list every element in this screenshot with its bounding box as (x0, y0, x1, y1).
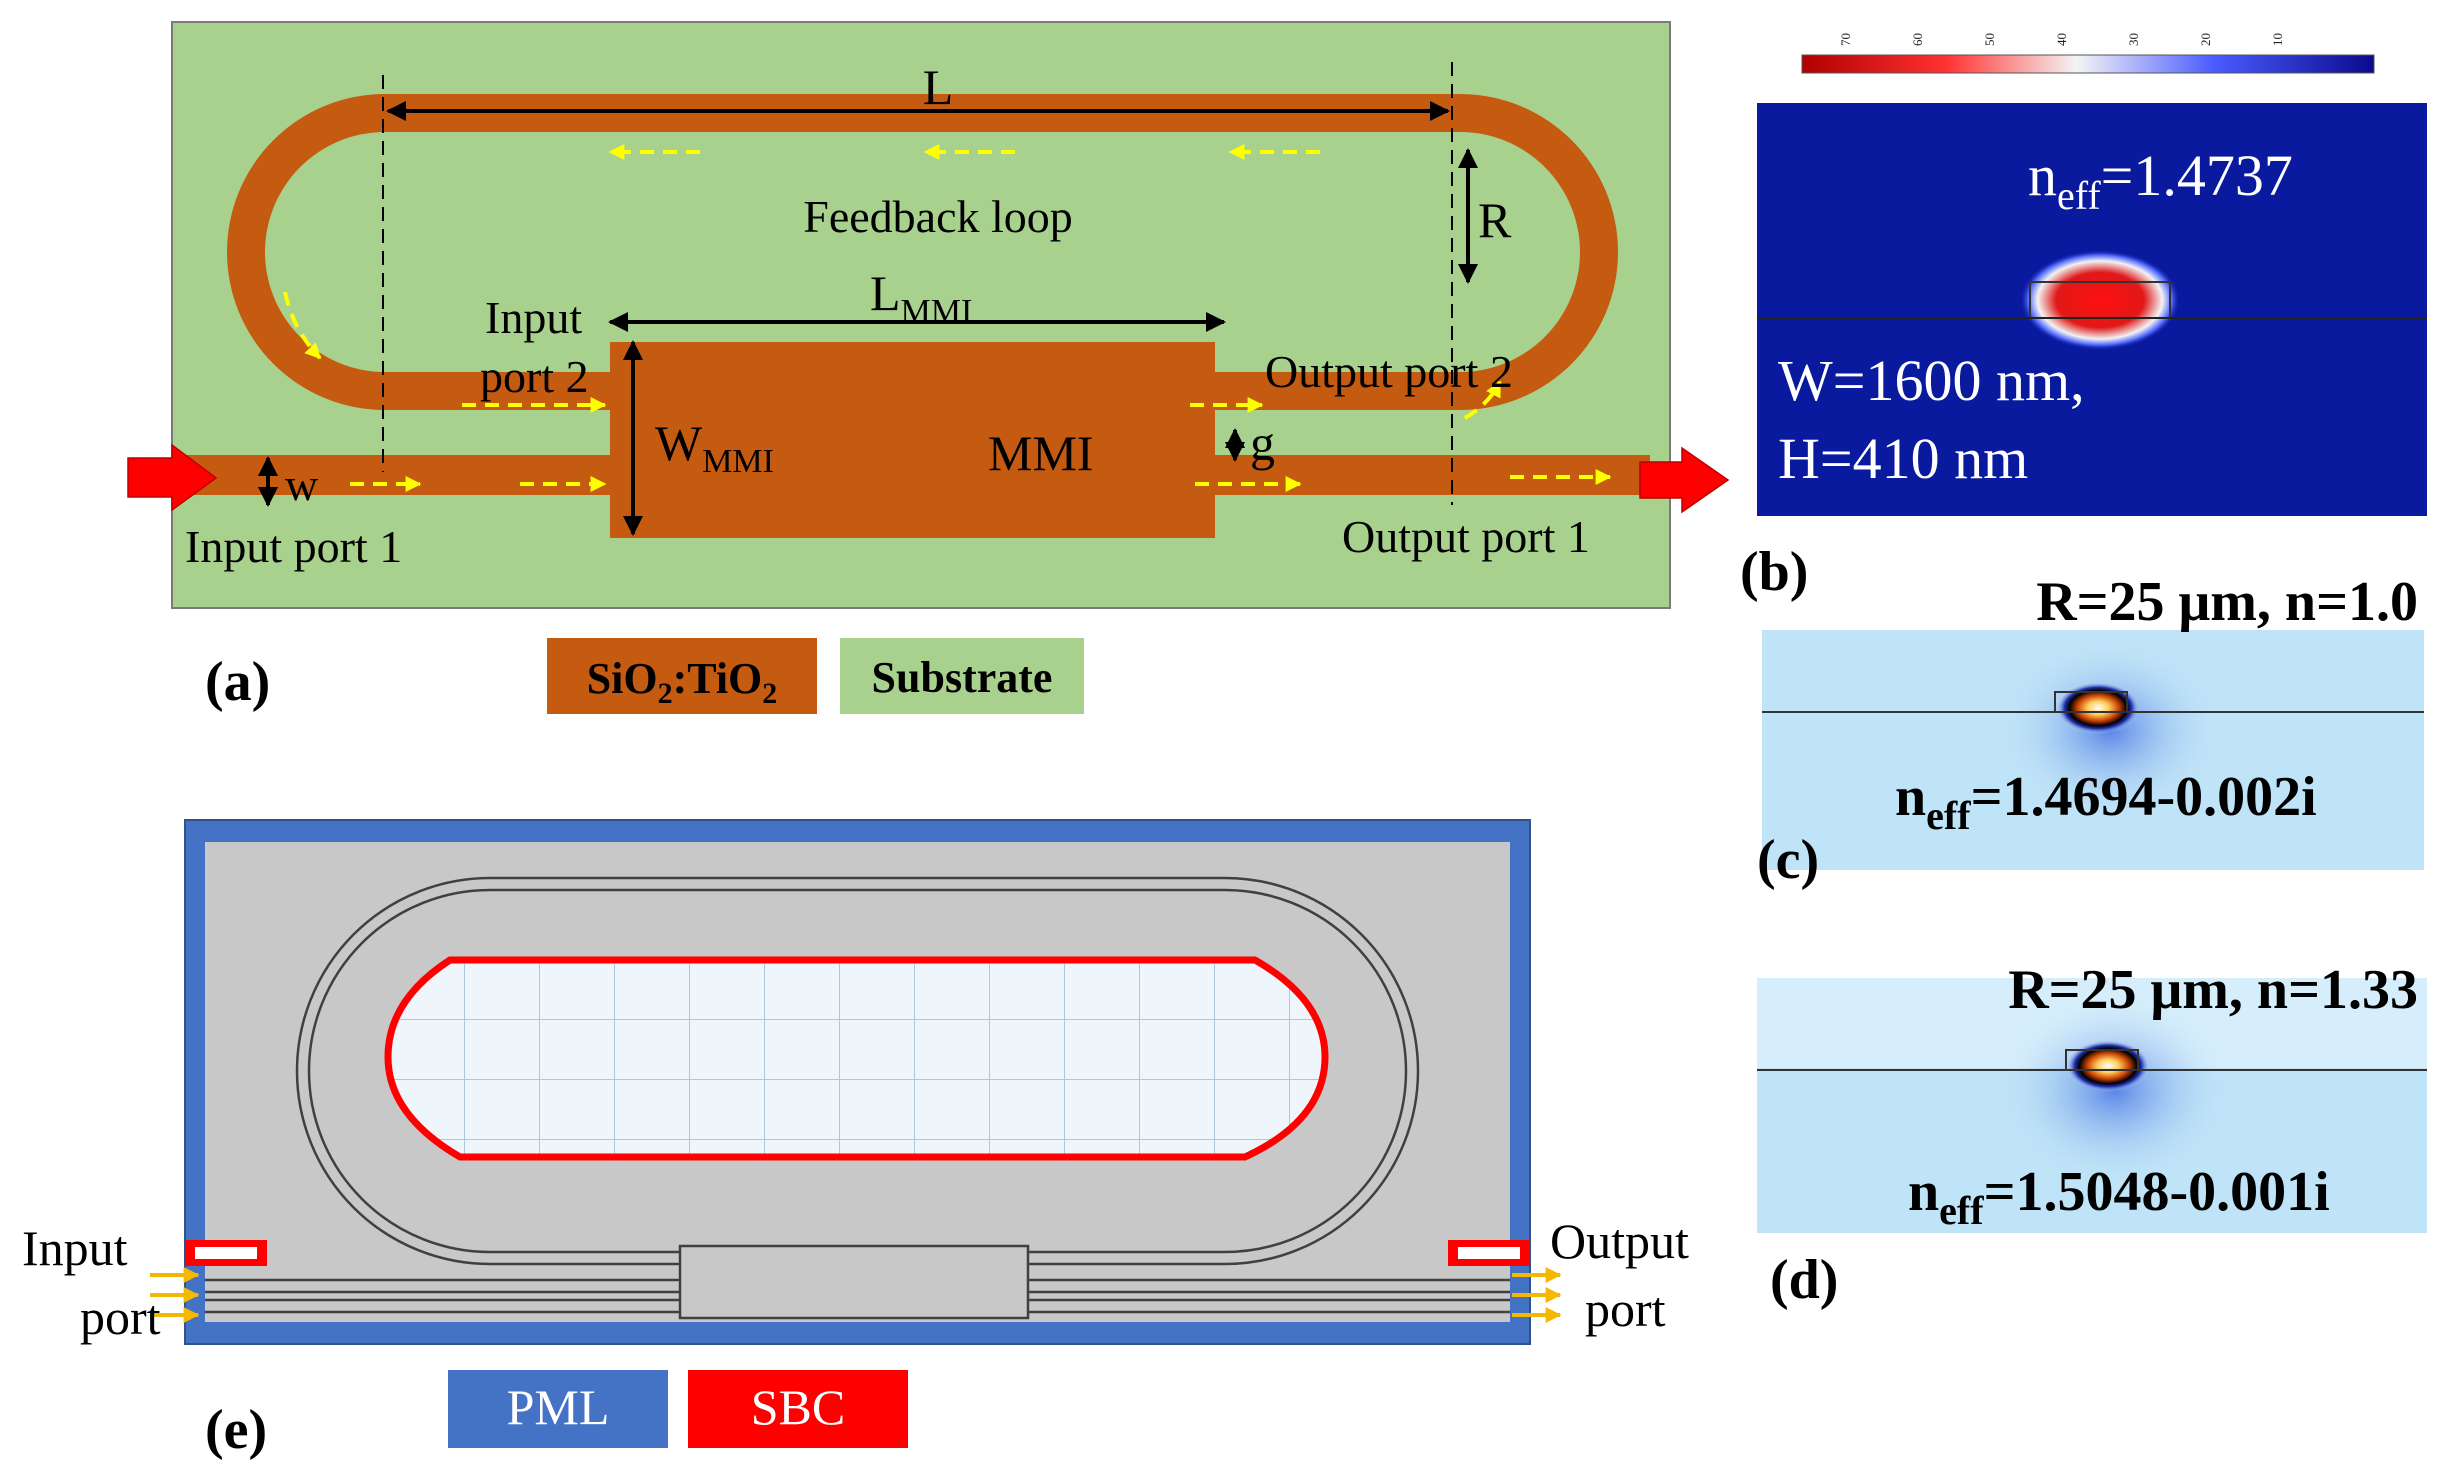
panel-a: L R Feedback loop LMMI WMMI MMI Input po… (127, 21, 1730, 714)
panel-e: Input port Output port (e) PML SBC (22, 819, 1689, 1461)
neff-c-base: n (1895, 766, 1926, 828)
colorbar (1801, 54, 2375, 74)
label-L: L (923, 59, 954, 115)
neff-d-value: =1.5048-0.001i (1984, 1161, 2330, 1223)
feedback-loop-waveguide (227, 94, 1618, 410)
panel-c: R=25 μm, n=1.0 neff=1.4694-0.002i (c) (1757, 571, 2424, 891)
mode-spot-c (2056, 682, 2140, 734)
label-gap: g (1250, 415, 1275, 471)
panel-label-c: (c) (1757, 829, 1819, 891)
mmi-block (610, 342, 1215, 538)
legend-core-b: 2 (658, 677, 673, 710)
panel-label-b: (b) (1740, 541, 1808, 603)
neff-b-sub: eff (2057, 173, 2101, 218)
panel-label-a: (a) (205, 651, 270, 713)
neff-d-base: n (1908, 1161, 1939, 1223)
label-output-port-line2: port (1585, 1281, 1666, 1337)
legend-core-swatch (547, 638, 817, 714)
label-L-mmi: LMMI (870, 265, 972, 330)
neff-label-b: neff=1.4737 (2028, 143, 2293, 218)
legend-core-label: SiO2:TiO2 (587, 654, 778, 710)
title-d: R=25 μm, n=1.33 (2008, 959, 2418, 1021)
label-input-port-line2: port (80, 1289, 161, 1345)
label-output-port-2: Output port 2 (1265, 346, 1513, 397)
legend-pml-swatch (448, 1370, 668, 1448)
flow-arrow (283, 291, 322, 360)
colorbar-tick-label: 50 (1982, 33, 1997, 46)
input-sbc-marker-inner (195, 1247, 257, 1259)
label-L-mmi-sub: MMI (901, 293, 973, 330)
label-W-mmi-sub: MMI (702, 443, 774, 480)
colorbar-tick-label: 60 (1910, 33, 1925, 46)
label-W-mmi-base: W (655, 415, 703, 471)
neff-d-sub: eff (1939, 1188, 1984, 1233)
neff-c-value: =1.4694-0.002i (1971, 766, 2317, 828)
colorbar-tick-label: 20 (2198, 33, 2213, 46)
neff-b-base: n (2028, 143, 2057, 208)
label-input-port-2-line2: port 2 (480, 351, 589, 402)
legend-core-c: :TiO (673, 654, 763, 703)
colorbar-tick-label: 70 (1838, 33, 1853, 46)
legend-core-a: SiO (587, 654, 658, 703)
colorbar-tick-label: 30 (2126, 33, 2141, 46)
output-red-arrow (1639, 446, 1730, 514)
title-c: R=25 μm, n=1.0 (2036, 571, 2418, 633)
legend-substrate-label: Substrate (872, 653, 1053, 702)
legend-pml-label: PML (507, 1379, 610, 1435)
input-red-arrow (127, 443, 218, 512)
label-output-port-line1: Output (1550, 1213, 1689, 1269)
flow-arrows (283, 144, 1612, 492)
colorbar-ticks: 70 60 50 40 30 20 10 (1838, 33, 2285, 46)
neff-label-c: neff=1.4694-0.002i (1895, 766, 2317, 838)
panel-b: 70 60 50 40 30 20 10 neff=1.4737 W=1600 nm, H=… (1740, 33, 2427, 603)
port-arrows (150, 1267, 1562, 1323)
label-output-port-1: Output port 1 (1342, 511, 1590, 562)
neff-b-value: =1.4737 (2101, 143, 2293, 208)
ring-inner-edge (307, 888, 1408, 1254)
legend-sbc-label: SBC (751, 1379, 846, 1435)
dims-line1: W=1600 nm, (1778, 348, 2085, 413)
neff-label-d: neff=1.5048-0.001i (1908, 1161, 2330, 1233)
label-width: w (285, 459, 319, 510)
mode-spot-b (2020, 250, 2180, 350)
colorbar-tick-label: 10 (2270, 33, 2285, 46)
label-input-port-2-line1: Input (485, 292, 582, 343)
label-feedback-loop: Feedback loop (803, 191, 1073, 242)
neff-c-sub: eff (1926, 793, 1971, 838)
legend-sbc-swatch (688, 1370, 908, 1448)
label-mmi: MMI (988, 425, 1094, 481)
output-sbc-marker-inner (1458, 1247, 1520, 1259)
colorbar-tick-label: 40 (2054, 33, 2069, 46)
label-L-mmi-base: L (870, 265, 901, 321)
label-W-mmi: WMMI (655, 415, 774, 480)
legend-substrate-swatch (840, 638, 1084, 714)
label-R: R (1478, 192, 1512, 248)
label-input-port-line1: Input (22, 1220, 128, 1276)
input-waveguide (175, 455, 615, 495)
output-waveguide (1210, 455, 1650, 495)
inner-sbc-region (384, 956, 1329, 1161)
ring-outer-edge (295, 876, 1420, 1266)
flow-arrow (1464, 380, 1502, 420)
mmi-section (678, 1244, 1030, 1320)
panel-d: R=25 μm, n=1.33 neff=1.5048-0.001i (d) (1757, 959, 2427, 1311)
dims-line2: H=410 nm (1778, 426, 2028, 491)
mode-spot-d (2066, 1040, 2150, 1092)
panel-label-e: (e) (205, 1399, 267, 1461)
legend-core-d: 2 (762, 677, 777, 710)
panel-label-d: (d) (1770, 1249, 1838, 1311)
label-input-port-1: Input port 1 (185, 521, 402, 572)
